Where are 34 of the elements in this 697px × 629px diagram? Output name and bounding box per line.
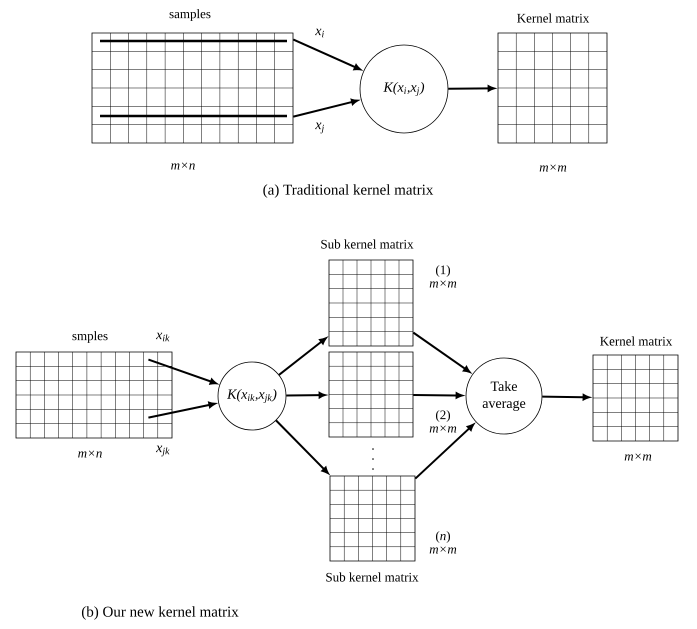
arrow (275, 420, 329, 474)
matrix-title: Sub kernel matrix (321, 239, 414, 249)
size-label: m×m (430, 546, 456, 554)
matrix-title: smples (72, 331, 108, 343)
size-label: m×m (540, 164, 566, 172)
size-label: (2) (436, 410, 450, 422)
size-label: (1) (436, 265, 450, 277)
arrow (148, 358, 217, 385)
size-label: m×m (430, 426, 456, 432)
arrow (412, 332, 470, 373)
edge-label: x$_{ik}$ (156, 332, 170, 342)
matrix-title: Sub kernel matrix (326, 572, 418, 582)
edge-label: x$_{j}$ (315, 122, 324, 134)
arrow (293, 38, 361, 70)
matrix-title: Kernel matrix (517, 13, 590, 23)
edge-label: x$_{jk}$ (156, 446, 170, 456)
size-label: m×m (430, 280, 456, 288)
size-label: m×m (624, 454, 652, 460)
edge-label: x$_{i}$ (315, 28, 324, 38)
size-label: (n) (436, 531, 450, 543)
arrow (413, 392, 463, 399)
arrow (286, 392, 326, 398)
size-label: m×n (78, 450, 102, 458)
arrow (278, 337, 327, 376)
arrow (148, 402, 216, 419)
figure-caption: (b) Our new kernel matrix (82, 606, 239, 620)
arrow (293, 98, 358, 118)
matrix-title: Kernel matrix (600, 336, 672, 346)
size-label: m×n (171, 162, 195, 170)
arrow (414, 424, 474, 480)
arrow (542, 394, 590, 400)
arrow (448, 85, 495, 92)
matrix-title: samples (170, 9, 210, 21)
figure-caption: (a) Traditional kernel matrix (263, 184, 434, 198)
